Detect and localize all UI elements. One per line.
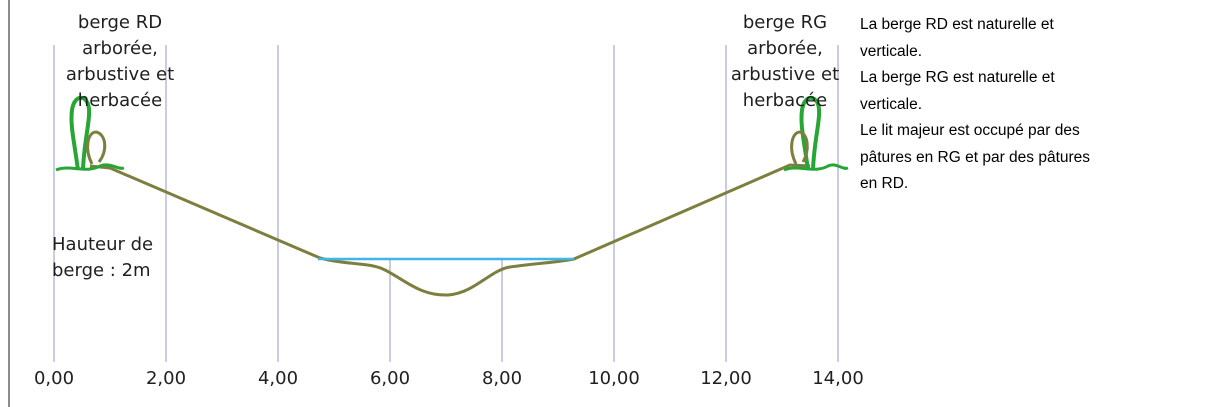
left-bank-label-line: berge RD xyxy=(77,12,163,33)
bank-height-label: Hauteur de berge : 2m xyxy=(52,232,172,284)
left-bank-label: berge RD arborée, arbustive et herbacée xyxy=(50,10,190,114)
x-tick-label: 4,00 xyxy=(257,368,299,389)
x-tick-label: 0,00 xyxy=(33,368,75,389)
bank-description: La berge RD est naturelle et verticale. … xyxy=(860,12,1190,198)
tree-icon-right xyxy=(783,95,849,172)
bank-height-label-line: Hauteur de xyxy=(52,234,154,255)
right-bank-label-line: arbustive et xyxy=(730,64,840,85)
description-line: verticale. xyxy=(860,42,923,60)
description-line: pâtures en RG et par des pâtures xyxy=(860,148,1091,166)
x-tick-label: 14,00 xyxy=(812,368,864,389)
description-line: en RD. xyxy=(860,175,909,192)
x-tick-label: 8,00 xyxy=(481,368,523,389)
x-tick-label: 2,00 xyxy=(145,368,187,389)
cross-section-diagram xyxy=(53,45,849,362)
description-line: La berge RG est naturelle et xyxy=(860,69,1055,86)
bank-height-label-line: berge : 2m xyxy=(52,260,151,281)
right-bank-label-line: herbacée xyxy=(742,90,828,111)
x-tick-label: 6,00 xyxy=(369,368,411,389)
left-bank-label-line: arborée, xyxy=(82,38,158,59)
right-bank-label-line: arborée, xyxy=(747,38,823,59)
description-line: La berge RD est naturelle et xyxy=(860,16,1054,33)
tree-icon-left xyxy=(55,95,125,172)
x-tick-label: 12,00 xyxy=(700,368,752,389)
left-bank-label-line: herbacée xyxy=(77,90,163,111)
vertical-gridlines xyxy=(53,45,839,362)
right-bank-label: berge RG arborée, arbustive et herbacée xyxy=(715,10,855,114)
riverbed-profile xyxy=(89,163,811,297)
description-line: verticale. xyxy=(860,95,923,113)
left-bank-label-line: arbustive et xyxy=(65,64,175,85)
left-border-rule xyxy=(8,0,10,407)
right-bank-label-line: berge RG xyxy=(742,12,828,33)
x-tick-label: 10,00 xyxy=(588,368,640,389)
description-line: Le lit majeur est occupé par des xyxy=(860,122,1080,139)
